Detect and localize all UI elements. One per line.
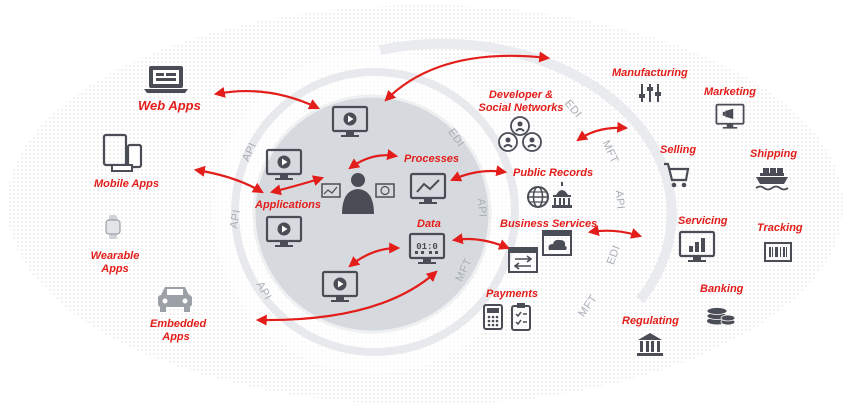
label-wearable-apps: Wearable Apps [90,250,140,275]
label-manufacturing: Manufacturing [612,67,688,79]
transfer-window-icon [508,247,538,273]
chart-monitor-icon [409,172,447,206]
barcode-icon [764,242,792,262]
label-business-services: Business Services [500,218,598,230]
arrow-data-to-business-services [451,233,511,250]
arrow-hub-to-developer [384,51,551,102]
label-applications: Applications [255,199,322,211]
social-network-icon [498,116,542,152]
label-processes: Processes [404,153,460,165]
data-monitor-icon: 01:0 [408,232,446,266]
arrow-worker-to-processes [348,149,399,170]
label-banking: Banking [700,283,744,295]
connector-arrows [193,51,643,326]
label-public-records: Public Records [513,167,594,179]
label-selling: Selling [660,144,697,156]
cloud-window-icon [542,230,572,256]
ad-monitor-icon [715,103,745,130]
arrow-processes-to-public-records [450,165,508,182]
car-icon [158,287,192,312]
ship-icon [755,168,789,191]
arrow-applications-to-worker [269,175,325,196]
globe-icon [527,186,549,208]
label-embedded-apps: Embedded Apps [150,318,207,343]
svg-text:01:0: 01:0 [416,242,438,252]
coins-icon [706,307,736,326]
label-regulating: Regulating [622,315,679,327]
label-payments: Payments [486,288,538,300]
smartwatch-icon [105,215,121,239]
arrow-business-to-outer [587,225,643,239]
label-servicing: Servicing [678,215,728,227]
dashboard-icon [678,230,716,264]
middle-ring [231,68,519,356]
sliders-icon [639,84,661,102]
label-data: Data [417,218,441,230]
label-marketing: Marketing [704,86,756,98]
capitol-icon [552,182,572,208]
hub-highlight [252,94,492,334]
label-tracking: Tracking [757,222,803,234]
arrow-mobile-to-applications [193,165,264,194]
cart-icon [664,162,690,188]
label-shipping: Shipping [750,148,798,160]
label-mobile-apps: Mobile Apps [94,178,159,190]
arrow-data-to-embedded [255,270,438,326]
clipboard-icon [511,303,531,331]
label-web-apps: Web Apps [138,98,201,113]
calculator-icon [483,304,503,330]
tablet-phone-icon [102,133,143,172]
worker-icon [321,173,395,214]
arrow-web-to-hub [213,86,320,110]
arrow-data-to-monitor [348,242,401,268]
arrow-developer-to-outer [576,121,629,142]
bank-icon [637,333,663,356]
protocol-api-4: API [474,197,489,219]
protocol-api-5: API [612,189,627,211]
laptop-icon [144,66,188,93]
label-developer-social: Developer & Social Networks [478,89,564,114]
outer-arc [378,38,677,304]
